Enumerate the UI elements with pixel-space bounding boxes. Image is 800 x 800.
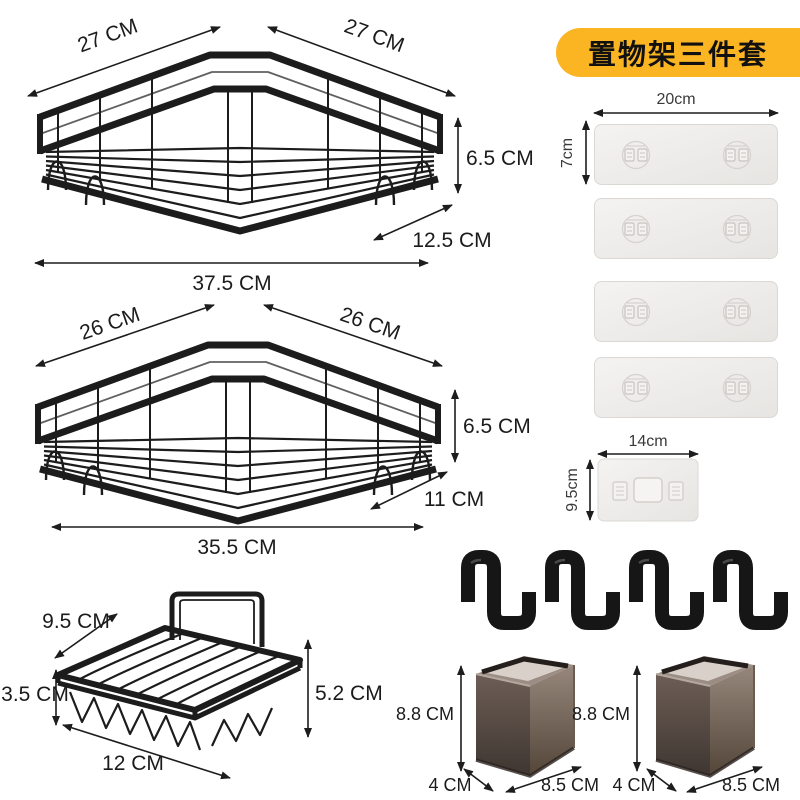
dim-label-shelf-large-arm-right: 27 CM — [341, 15, 407, 58]
dim-label-sticker-small-height: 9.5cm — [564, 468, 581, 512]
soap-dish-wires — [77, 631, 282, 706]
title-badge-text: 置物架三件套 — [587, 38, 768, 70]
dim-label-shelf-small-width: 35.5 CM — [197, 536, 276, 559]
dim-label-cup-left-height: 8.8 CM — [396, 704, 454, 724]
soap-dish-handle — [169, 591, 265, 647]
dim-label-cup-right-depth: 4 CM — [612, 775, 655, 795]
dim-arrow-shelf-small-arm-left — [35, 304, 215, 367]
soap-dish-dimensions: 9.5 CM 3.5 CM 5.2 CM 12 CM — [1, 610, 383, 780]
dim-arrow-cup-left-width — [505, 766, 582, 793]
dim-arrow-shelf-large-depth — [373, 204, 453, 241]
hook-2 — [552, 557, 613, 623]
dim-label-sticker-large-height: 7cm — [559, 138, 576, 168]
dim-arrow-shelf-large-arm-right — [267, 26, 456, 97]
dim-arrow-cup-left-depth — [463, 768, 494, 792]
dim-arrow-dish-depth — [54, 613, 118, 659]
dim-arrow-shelf-large-arm-left — [27, 26, 221, 97]
dim-label-shelf-small-height: 6.5 CM — [463, 415, 531, 438]
dim-label-cup-right-height: 8.8 CM — [572, 704, 630, 724]
dim-label-shelf-small-arm-left: 26 CM — [77, 303, 143, 345]
dim-label-shelf-small-arm-right: 26 CM — [337, 303, 403, 345]
dim-label-dish-height-left: 3.5 CM — [1, 683, 69, 706]
adhesive-sticker-large-4 — [595, 358, 778, 418]
cup-right-group: 8.8 CM 4 CM 8.5 CM — [572, 656, 780, 795]
hooks-group — [468, 557, 781, 623]
dim-arrow-shelf-small-arm-right — [263, 304, 443, 367]
dim-label-dish-width: 12 CM — [102, 752, 164, 775]
title-badge: 置物架三件套 — [556, 28, 800, 77]
dim-label-sticker-large-width: 20cm — [656, 91, 695, 108]
adhesive-sticker-small-detail — [612, 477, 684, 503]
cup-left-group: 8.8 CM 4 CM 8.5 CM — [396, 656, 599, 795]
adhesive-sticker-large-2 — [595, 199, 778, 259]
dim-label-shelf-large-arm-left: 27 CM — [75, 15, 141, 58]
hook-4 — [720, 557, 781, 623]
dim-label-cup-left-width: 8.5 CM — [541, 775, 599, 795]
dim-label-shelf-large-height: 6.5 CM — [466, 147, 534, 170]
dim-label-dish-height-right: 5.2 CM — [315, 682, 383, 705]
cup-left-illustration — [476, 656, 574, 776]
dim-label-sticker-small-width: 14cm — [628, 433, 667, 450]
dim-label-cup-right-width: 8.5 CM — [722, 775, 780, 795]
hook-1 — [468, 557, 529, 623]
soap-dish-handle-inner — [179, 599, 255, 644]
dim-label-shelf-large-width: 37.5 CM — [192, 272, 271, 295]
adhesive-sticker-large-1 — [595, 125, 778, 185]
dim-label-cup-left-depth: 4 CM — [428, 775, 471, 795]
soap-dish-feet-right — [211, 707, 274, 747]
dim-arrow-cup-right-depth — [646, 768, 677, 792]
corner-shelf-large-illustration: 27 CM 27 CM 6.5 CM 12.5 CM 37.5 CM — [27, 15, 534, 295]
hook-3 — [636, 557, 697, 623]
adhesive-small-group: 14cm 9.5cm — [564, 433, 699, 522]
corner-shelf-small-illustration: 26 CM 26 CM 6.5 CM 11 CM 35.5 CM — [36, 303, 531, 559]
dim-arrow-shelf-small-depth — [370, 471, 448, 510]
adhesive-large-group: 20cm 7cm — [559, 91, 779, 418]
dim-label-shelf-small-depth: 11 CM — [424, 488, 484, 511]
cup-right-illustration — [656, 656, 754, 776]
adhesive-sticker-large-3 — [595, 282, 778, 342]
dim-arrow-cup-right-width — [686, 766, 763, 793]
dim-label-dish-depth: 9.5 CM — [42, 610, 110, 633]
dim-arrow-dish-width — [62, 723, 231, 780]
dim-label-shelf-large-depth: 12.5 CM — [412, 229, 491, 252]
